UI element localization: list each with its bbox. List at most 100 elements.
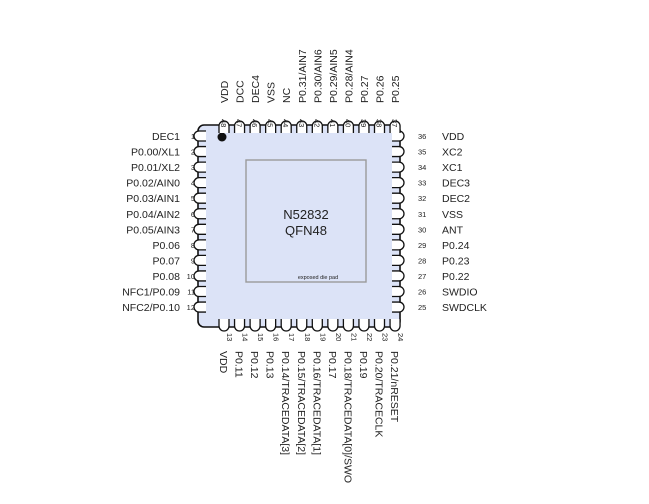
pin-label-18: P0.15/TRACEDATA[2]: [295, 351, 307, 455]
pin-34: [392, 161, 405, 173]
pin-number-29: 29: [418, 241, 426, 250]
pin-label-2: P0.00/XL1: [131, 147, 180, 159]
pin-number-33: 33: [418, 179, 426, 188]
pin-number-40: 40: [343, 119, 352, 127]
pin-label-1: DEC1: [152, 131, 180, 143]
pin-number-26: 26: [418, 288, 426, 297]
pin-label-10: P0.08: [153, 271, 181, 283]
pin-14: [233, 319, 246, 332]
pin-number-20: 20: [334, 333, 343, 341]
pin-label-32: DEC2: [442, 193, 470, 205]
pin-label-7: P0.05/AIN3: [126, 224, 180, 236]
pin-number-25: 25: [418, 303, 426, 312]
pin-3: [193, 161, 206, 173]
pin-5: [193, 192, 206, 204]
pin-label-38: P0.26: [375, 75, 387, 103]
pin-40: [342, 120, 355, 133]
pin-9: [193, 254, 206, 267]
pin-label-6: P0.04/AIN2: [126, 209, 180, 221]
pin-42: [311, 120, 323, 133]
pin-19: [311, 319, 323, 332]
pin-7: [193, 223, 206, 235]
pin-24: [389, 319, 401, 332]
pin-label-36: VDD: [442, 131, 465, 143]
pin-number-23: 23: [381, 333, 390, 341]
pin-23: [373, 319, 386, 332]
pin-number-7: 7: [191, 225, 195, 234]
pin-47: [233, 120, 246, 133]
pin-label-47: DCC: [235, 80, 247, 103]
pin-13: [218, 319, 230, 332]
pin-label-31: VSS: [442, 209, 463, 221]
pin-number-45: 45: [266, 119, 275, 127]
pin-20: [327, 319, 339, 332]
pin-15: [249, 319, 261, 332]
pin-label-48: VDD: [219, 80, 231, 103]
pin-number-11: 11: [187, 288, 195, 297]
exposed-pad-label: exposed die pad: [298, 275, 338, 281]
pin-27: [392, 270, 405, 282]
pin-label-27: P0.22: [442, 271, 470, 283]
pin-25: [392, 301, 405, 313]
pin-number-37: 37: [390, 119, 399, 127]
pin-label-30: ANT: [442, 224, 464, 236]
pin-number-27: 27: [418, 272, 426, 281]
pin-label-20: P0.17: [326, 351, 338, 379]
pin-48: [218, 120, 230, 133]
pin-6: [193, 208, 206, 220]
pin-label-9: P0.07: [153, 255, 181, 267]
pin-number-44: 44: [281, 119, 290, 127]
pin-32: [392, 192, 405, 204]
pin-number-8: 8: [191, 241, 195, 250]
pin-21: [342, 319, 355, 332]
pin-label-12: NFC2/P0.10: [122, 302, 180, 314]
pin-number-21: 21: [349, 333, 358, 341]
pin-label-41: P0.29/AIN5: [328, 49, 340, 103]
pin-number-43: 43: [297, 119, 306, 127]
pin-39: [358, 120, 370, 133]
pin-number-46: 46: [250, 119, 259, 127]
pin-number-36: 36: [418, 132, 426, 141]
pin-number-32: 32: [418, 194, 426, 203]
pin-number-15: 15: [256, 333, 265, 341]
pin-label-29: P0.24: [442, 240, 470, 252]
pin-label-26: SWDIO: [442, 287, 478, 299]
pin-number-13: 13: [225, 333, 234, 341]
pin-number-10: 10: [187, 272, 195, 281]
pin-number-17: 17: [287, 333, 296, 341]
pin-number-38: 38: [375, 119, 384, 127]
pin-29: [392, 239, 405, 251]
pin-label-15: P0.12: [248, 351, 260, 379]
pin-38: [373, 120, 386, 133]
pin-number-30: 30: [418, 225, 426, 234]
pin-number-2: 2: [191, 148, 195, 157]
pin-number-35: 35: [418, 148, 426, 157]
pin-11: [193, 285, 206, 298]
exposed-die-pad: [245, 159, 367, 283]
pin-30: [392, 223, 405, 235]
pin-label-46: DEC4: [250, 75, 262, 103]
pin-43: [296, 120, 308, 133]
pin-number-34: 34: [418, 163, 426, 172]
pin-number-42: 42: [312, 119, 321, 127]
pin-label-11: NFC1/P0.09: [122, 287, 180, 299]
chip-group: N52832 QFN48 exposed die pad: [197, 124, 401, 328]
pin-label-13: VDD: [217, 351, 229, 374]
pin-12: [193, 301, 206, 313]
pin-label-23: P0.20/TRACECLK: [373, 351, 385, 437]
pin-number-28: 28: [418, 256, 426, 265]
pin-28: [392, 254, 405, 267]
pin-number-47: 47: [235, 119, 244, 127]
pin-17: [280, 319, 292, 332]
pin-number-39: 39: [359, 119, 368, 127]
pin-number-5: 5: [191, 194, 195, 203]
pin-label-21: P0.18/TRACEDATA[0]/SWO: [341, 351, 353, 483]
pin-label-42: P0.30/AIN6: [312, 49, 324, 103]
chip-name: N52832: [283, 207, 329, 222]
pin-number-12: 12: [187, 303, 195, 312]
pin-number-9: 9: [191, 256, 195, 265]
pin-label-3: P0.01/XL2: [131, 162, 180, 174]
pin-number-24: 24: [396, 333, 405, 341]
pin-label-5: P0.03/AIN1: [126, 193, 180, 205]
pin-label-16: P0.13: [264, 351, 276, 379]
